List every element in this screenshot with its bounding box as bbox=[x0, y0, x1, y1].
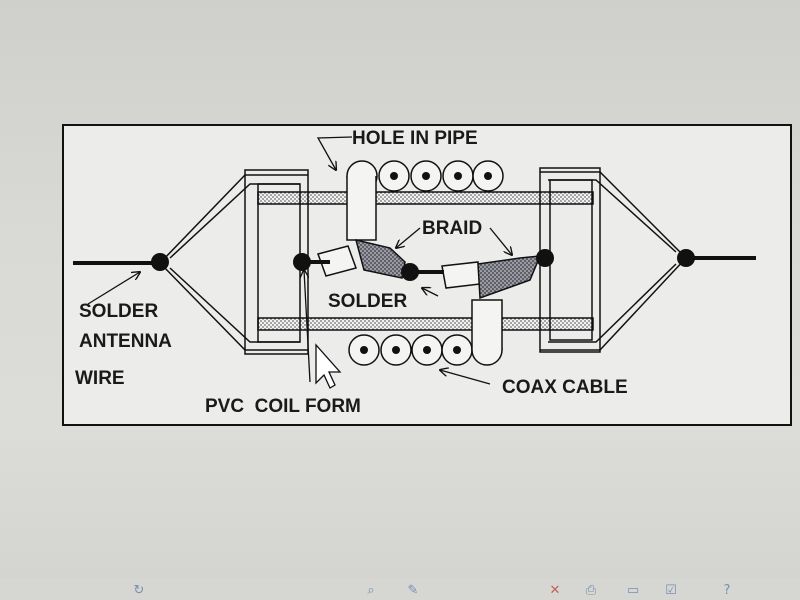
solder-joint bbox=[151, 253, 169, 271]
check-icon[interactable]: ☑ bbox=[665, 583, 677, 598]
winding-conductor bbox=[453, 346, 461, 354]
solder-joint bbox=[401, 263, 419, 281]
edit-icon[interactable]: ✎ bbox=[407, 583, 419, 598]
coax-through-hole-bottom bbox=[471, 299, 503, 350]
coax-through-hole-top bbox=[346, 176, 377, 241]
mouse-cursor-icon bbox=[315, 343, 342, 389]
winding-conductor bbox=[360, 346, 368, 354]
leader-arrows bbox=[87, 136, 512, 385]
coax-jacket-left bbox=[317, 245, 357, 277]
help-icon[interactable]: ? bbox=[723, 583, 731, 598]
search-icon[interactable]: ⌕ bbox=[367, 583, 375, 598]
label-wire: WIRE bbox=[75, 368, 125, 389]
winding-conductor bbox=[454, 172, 462, 180]
winding-conductor bbox=[484, 172, 492, 180]
label-solder-center: SOLDER bbox=[328, 291, 407, 312]
coax-jacket-right bbox=[441, 261, 481, 289]
winding-conductor bbox=[423, 346, 431, 354]
label-hole-in-pipe: HOLE IN PIPE bbox=[352, 128, 478, 149]
solder-joint bbox=[677, 249, 695, 267]
label-coax-cable: COAX CABLE bbox=[502, 377, 628, 398]
label-braid: BRAID bbox=[422, 218, 482, 239]
refresh-icon[interactable]: ↻ bbox=[133, 583, 145, 598]
label-antenna: ANTENNA bbox=[79, 331, 172, 352]
label-pvc-coil-form: PVC COIL FORM bbox=[205, 396, 361, 417]
winding-conductor bbox=[422, 172, 430, 180]
save-icon[interactable]: ▭ bbox=[626, 583, 640, 598]
delete-icon[interactable]: ✕ bbox=[549, 583, 561, 598]
braid-right bbox=[477, 255, 542, 300]
winding-conductor bbox=[392, 346, 400, 354]
toolbar-strip bbox=[0, 578, 800, 600]
solder-joint bbox=[536, 249, 554, 267]
solder-joint bbox=[293, 253, 311, 271]
winding-conductor bbox=[390, 172, 398, 180]
print-icon[interactable]: ⎙ bbox=[585, 583, 597, 598]
label-solder-left: SOLDER bbox=[79, 301, 158, 322]
